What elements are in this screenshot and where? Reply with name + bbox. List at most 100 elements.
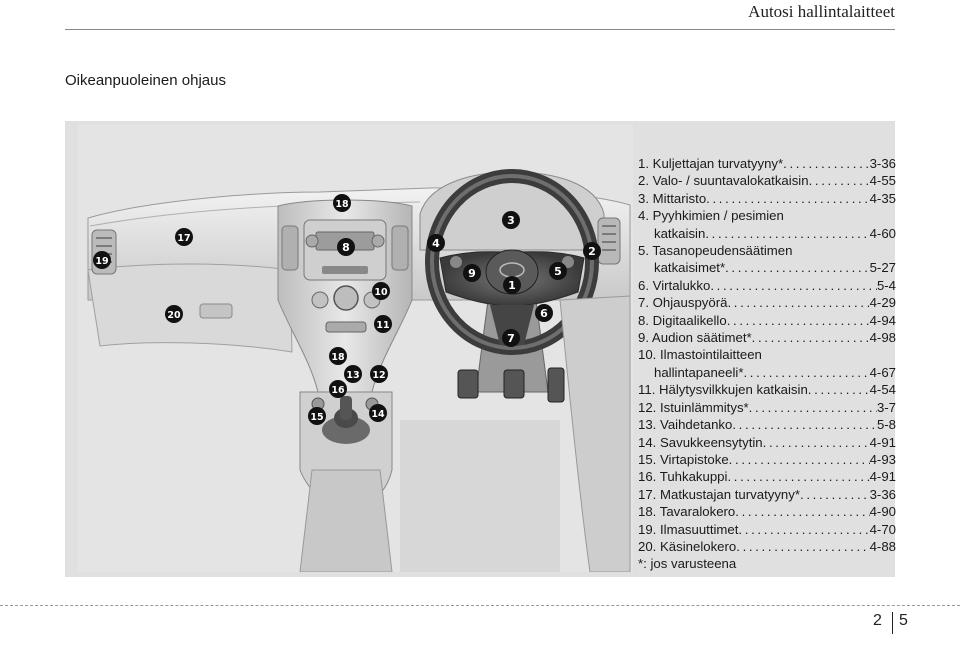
legend-item-page: 3-36 — [869, 486, 896, 502]
callout-circle — [329, 347, 347, 365]
leader-dots — [808, 381, 870, 398]
legend-item-label: 8. Digitaalikello — [638, 312, 727, 328]
page-number-separator — [892, 612, 893, 634]
callout-number: 18 — [335, 199, 349, 210]
leader-dots — [752, 329, 870, 346]
callout-circle — [374, 315, 392, 333]
leader-dots — [743, 364, 869, 381]
callout-circle — [337, 238, 355, 256]
callout-circle — [333, 194, 351, 212]
leader-dots — [749, 399, 877, 416]
callout-number: 2 — [588, 245, 596, 258]
legend-footnote: *: jos varusteena — [638, 556, 737, 572]
legend-item: 20. Käsinelokero4-88 — [638, 538, 896, 555]
legend-item-label: hallintapaneeli* — [654, 364, 744, 380]
leader-dots — [727, 312, 870, 329]
callout-number: 14 — [371, 409, 385, 420]
callout-marker: 6 — [535, 304, 553, 322]
legend-item-label: 18. Tavaralokero — [638, 504, 736, 520]
legend-item-label: 12. Istuinlämmitys* — [638, 399, 749, 415]
legend-item: 17. Matkustajan turvatyyny* 3-36 — [638, 486, 896, 503]
callout-circle — [502, 211, 520, 229]
leader-dots — [783, 155, 869, 172]
legend-item-label: 4. Pyyhkimien / pesimien — [638, 208, 784, 224]
footer-divider — [0, 605, 960, 606]
legend-item-label: 1. Kuljettajan turvatyyny* — [638, 156, 784, 171]
legend-item-label: 10. Ilmastointilaitteen — [638, 347, 762, 363]
legend-item-page: 5-8 — [876, 417, 896, 433]
callout-marker: 18 — [333, 194, 351, 212]
callout-number: 6 — [540, 307, 548, 320]
leader-dots — [706, 190, 869, 207]
legend-item: 10. Ilmastointilaitteen — [638, 346, 896, 363]
legend-item-label: 19. Ilmasuuttimet — [638, 521, 739, 537]
leader-dots — [736, 538, 869, 555]
leader-dots — [763, 434, 870, 451]
legend-item: 5. Tasanopeudensäätimen — [638, 242, 896, 259]
callout-number: 9 — [468, 267, 476, 280]
leader-dots — [727, 294, 869, 311]
callout-marker: 20 — [165, 305, 183, 323]
callout-circle — [549, 262, 567, 280]
legend-item-page: 4-60 — [869, 225, 896, 241]
callout-circle — [175, 228, 193, 246]
legend-item-page: 3-7 — [876, 399, 896, 415]
legend-item-label: 14. Savukkeensytytin — [638, 434, 763, 450]
legend-item-page: 4-70 — [869, 521, 896, 537]
callout-circle — [369, 404, 387, 422]
legend-item-page: 4-91 — [869, 469, 896, 485]
callout-marker: 12 — [370, 365, 388, 383]
callout-marker: 9 — [463, 264, 481, 282]
callout-marker: 16 — [329, 380, 347, 398]
callout-marker: 19 — [93, 251, 111, 269]
legend-item-page: 4-94 — [869, 312, 896, 328]
callout-number: 17 — [177, 233, 190, 244]
callout-circle — [427, 234, 445, 252]
callout-number: 12 — [372, 370, 385, 381]
callout-marker: 11 — [374, 315, 392, 333]
legend-item: 15. Virtapistoke4-93 — [638, 451, 896, 468]
callout-marker: 4 — [427, 234, 445, 252]
legend-item: katkaisimet*5-27 — [638, 259, 896, 276]
callout-circle — [329, 380, 347, 398]
callout-circle — [583, 242, 601, 260]
legend-item-label: 3. Mittaristo — [638, 190, 707, 206]
legend-item-page: 4-55 — [869, 173, 896, 189]
legend-item-page: 4-90 — [869, 504, 896, 520]
callout-marker: 14 — [369, 404, 387, 422]
legend-item-page: 3-36 — [869, 156, 896, 171]
legend-item: 8. Digitaalikello 4-94 — [638, 312, 896, 329]
callout-circle — [463, 264, 481, 282]
legend-item-page: 4-98 — [869, 330, 896, 346]
legend-item: 13. Vaihdetanko5-8 — [638, 416, 896, 433]
legend-item: 19. Ilmasuuttimet 4-70 — [638, 521, 896, 538]
header-rule — [65, 29, 895, 30]
legend-item: 1. Kuljettajan turvatyyny* 3-36 — [638, 155, 896, 172]
callout-number: 4 — [432, 237, 440, 250]
callout-number: 3 — [507, 214, 515, 227]
legend-item-label: 2. Valo- / suuntavalokatkaisin — [638, 173, 809, 189]
leader-dots — [710, 277, 877, 294]
callout-number: 20 — [167, 310, 181, 321]
legend-item-label: 15. Virtapistoke — [638, 451, 729, 467]
leader-dots — [725, 259, 870, 276]
callout-number: 1 — [508, 279, 516, 292]
leader-dots — [705, 225, 869, 242]
component-legend: 1. Kuljettajan turvatyyny* 3-36 2. Valo- /… — [638, 155, 896, 573]
legend-item: 12. Istuinlämmitys* 3-7 — [638, 399, 896, 416]
callout-number: 7 — [507, 332, 515, 345]
callout-marker: 17 — [175, 228, 193, 246]
callout-number: 15 — [310, 412, 323, 423]
callout-number: 5 — [554, 265, 562, 278]
legend-item: 9. Audion säätimet*4-98 — [638, 329, 896, 346]
legend-item-page: 5-27 — [869, 260, 896, 276]
legend-item: 16. Tuhkakuppi4-91 — [638, 468, 896, 485]
callout-marker: 15 — [308, 407, 326, 425]
legend-item-label: 11. Hälytysvilkkujen katkaisin — [638, 382, 808, 398]
legend-item-page: 4-88 — [869, 538, 896, 554]
leader-dots — [732, 416, 877, 433]
legend-item-label: 7. Ohjauspyörä — [638, 295, 728, 311]
legend-item-label: 17. Matkustajan turvatyyny* — [638, 486, 800, 502]
legend-item-page: 4-35 — [869, 190, 896, 206]
